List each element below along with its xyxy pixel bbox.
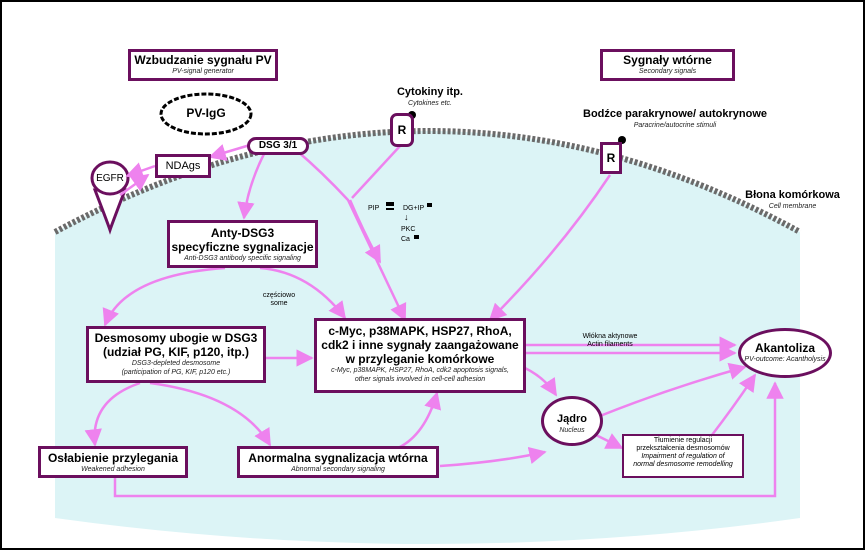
- partial-label: częściowo some: [255, 292, 303, 308]
- actin-label-en: Actin filaments: [587, 341, 633, 348]
- primary-signal-subtitle: PV-signal generator: [172, 68, 234, 75]
- acantholysis-title: Akantoliza: [754, 341, 815, 355]
- cmyc-subtitle-2: other signals involved in cell-cell adhe…: [354, 376, 486, 383]
- pvigg-label: PV-IgG: [186, 106, 226, 120]
- cmyc-title-2: cdk2 i inne sygnały zaangażowane: [321, 338, 519, 352]
- arrows: [84, 143, 784, 498]
- ca-label: Ca: [401, 236, 410, 243]
- arrow-inhib-akant: [711, 373, 757, 436]
- secondary-signal-title: Sygnały wtórne: [623, 53, 712, 67]
- desmosome-subtitle: DSG3-depleted desmosome: [131, 360, 221, 367]
- arrow-desmo-abnormal: [149, 381, 272, 447]
- cmyc-box: c-Myc, p38MAPK, HSP27, RhoA, cdk2 i inne…: [314, 318, 526, 393]
- cmyc-title: c-Myc, p38MAPK, HSP27, RhoA,: [328, 324, 512, 338]
- egfr-stem: [92, 188, 128, 235]
- nucleus-ellipse: Jądro Nucleus: [541, 396, 603, 446]
- acantholysis-ellipse: Akantoliza PV-outcome: Acantholysis: [738, 328, 832, 378]
- cytokines-title: Cytokiny itp.: [396, 86, 463, 98]
- partial-label-pl: częściowo: [262, 292, 296, 299]
- membrane-label: Błona komórkowa Cell membrane: [735, 188, 850, 211]
- anti-dsg3-title: Anty-DSG3: [210, 226, 275, 240]
- arrow-anti-cmyc: [259, 266, 347, 320]
- anti-dsg3-subtitle: Anti-DSG3 antibody specific signaling: [184, 255, 301, 262]
- membrane-subtitle: Cell membrane: [768, 203, 817, 210]
- actin-label: Włókna aktynowe Actin filaments: [565, 333, 655, 349]
- cytokine-receptor: R: [390, 113, 414, 147]
- desmosome-title: Desmosomy ubogie w DSG3: [94, 331, 258, 345]
- anti-dsg3-box: Anty-DSG3 specyficzne sygnalizacje Anti-…: [167, 220, 318, 268]
- arrow-desmo-weak: [84, 381, 141, 447]
- arrow-anti-desmo: [102, 266, 226, 327]
- abnormal-signaling-box: Anormalna sygnalizacja wtórna Abnormal s…: [237, 446, 439, 478]
- anti-dsg3-title-2: specyficzne sygnalizacje: [171, 240, 314, 254]
- cytokines-subtitle: Cytokines etc.: [408, 100, 452, 107]
- primary-signal-title: Wzbudzanie sygnału PV: [134, 53, 272, 67]
- weakened-adhesion-title: Osłabienie przylegania: [47, 451, 179, 465]
- line-cytokine-join: [351, 145, 401, 199]
- arrow-paracrine-cmyc: [488, 174, 612, 322]
- inhibition-title: Tłumienie regulacji: [653, 437, 713, 444]
- arrow-cmyc-nucleus: [524, 366, 558, 397]
- pip-label: PIP: [368, 205, 380, 212]
- acantholysis-subtitle: PV-outcome: Acantholysis: [744, 356, 826, 363]
- cmyc-subtitle: c-Myc, p38MAPK, HSP27, RhoA, cdk2 apopto…: [331, 367, 509, 374]
- partial-label-en: some: [270, 300, 288, 307]
- cell-membrane: [53, 128, 802, 235]
- desmosome-title-2: (udział PG, KIF, p120, itp.): [102, 345, 249, 359]
- pkc-label: PKC: [401, 226, 416, 233]
- actin-label-pl: Włókna aktynowe: [582, 333, 638, 340]
- paracrine-subtitle: Paracrine/autocrine stimuli: [633, 122, 717, 129]
- arrow-dsg-cmyc: [295, 149, 407, 322]
- nucleus-title: Jądro: [557, 413, 587, 425]
- paracrine-label: Bodźce parakrynowe/ autokrynowe Paracrin…: [555, 107, 795, 130]
- cytokines-label: Cytokiny itp. Cytokines etc.: [370, 85, 490, 108]
- inhibition-box: Tłumienie regulacji przekształcenia desm…: [622, 434, 744, 478]
- abnormal-signaling-subtitle: Abnormal secondary signaling: [291, 466, 385, 473]
- pvigg-cloud: [159, 92, 253, 136]
- arrow-nucleus-akant: [599, 362, 747, 418]
- dg-label: DG+IP: [403, 205, 425, 212]
- inhibition-subtitle-2: normal desmosome remodelling: [633, 461, 733, 468]
- desmosome-subtitle-2: (participation of PG, KIF, p120 etc.): [121, 369, 231, 376]
- egfr-label: EGFR: [96, 173, 124, 184]
- arrow-dsg-ndags: [208, 143, 251, 161]
- arrow-abnormal-cmyc: [397, 391, 442, 450]
- nucleus-subtitle: Nucleus: [559, 427, 585, 434]
- abnormal-signaling-title: Anormalna sygnalizacja wtórna: [248, 451, 428, 465]
- weakened-adhesion-box: Osłabienie przylegania Weakened adhesion: [38, 446, 188, 478]
- inhibition-title-2: przekształcenia desmosomów: [636, 445, 730, 452]
- secondary-signal-subtitle: Secondary signals: [638, 68, 697, 75]
- secondary-signal-box: Sygnały wtórne Secondary signals: [600, 49, 735, 81]
- desmosome-box: Desmosomy ubogie w DSG3 (udział PG, KIF,…: [86, 326, 266, 383]
- weakened-adhesion-subtitle: Weakened adhesion: [81, 466, 145, 473]
- pip-arrow: ↓: [404, 212, 409, 222]
- dsg-pill: DSG 3/1: [247, 137, 309, 155]
- paracrine-title: Bodźce parakrynowe/ autokrynowe: [583, 108, 767, 120]
- inhibition-subtitle: Impairment of regulation of: [641, 453, 725, 460]
- primary-signal-box: Wzbudzanie sygnału PV PV-signal generato…: [128, 49, 278, 81]
- paracrine-receptor: R: [600, 142, 622, 174]
- ndags-box: NDAgs: [155, 154, 211, 178]
- membrane-title: Błona komórkowa: [745, 189, 840, 201]
- arrow-weak-akant: [113, 381, 784, 498]
- cmyc-title-3: w przyleganie komórkowe: [345, 352, 495, 366]
- arrow-abnormal-nucleus: [439, 446, 547, 468]
- arrow-dsg-anti: [237, 151, 267, 220]
- arrow-egfr-ndags: [119, 173, 150, 197]
